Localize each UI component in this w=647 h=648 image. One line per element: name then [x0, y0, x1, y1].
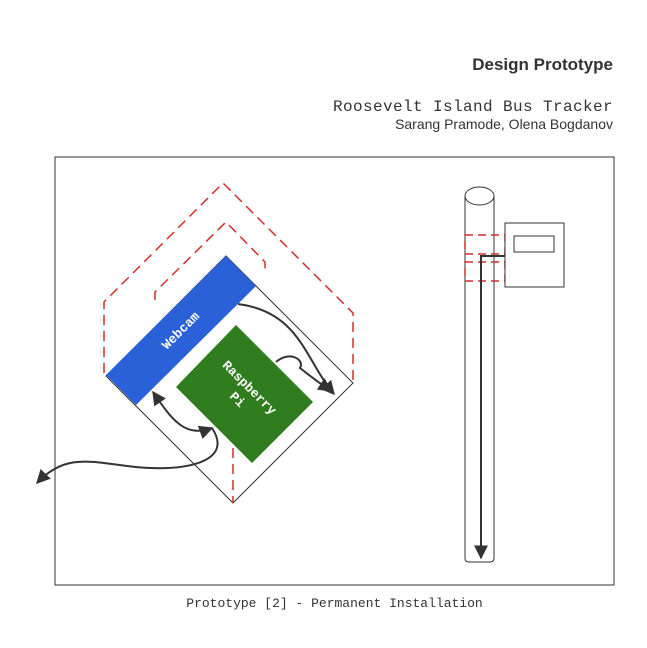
- mounted-device-screen: [513, 235, 555, 253]
- pi-output-arrow: [275, 355, 333, 392]
- pole-clamp-upper: [464, 234, 506, 255]
- power-cable-arrow: [36, 427, 219, 485]
- page-title: Design Prototype: [472, 55, 613, 74]
- pole-clamp-lower: [464, 261, 506, 282]
- authors: Sarang Pramode, Olena Bogdanov: [395, 116, 613, 132]
- pole-cable-arrow: [474, 255, 505, 560]
- mounted-device-box: [504, 222, 565, 288]
- raspberry-pi-board: Raspberry Pi: [176, 325, 313, 463]
- diagram-caption: Prototype [2] - Permanent Installation: [186, 596, 483, 611]
- webcam-to-pi-cable: [152, 390, 214, 439]
- diagram-frame: [54, 156, 615, 586]
- dashed-inner-hood: [154, 220, 266, 300]
- project-name: Roosevelt Island Bus Tracker: [332, 98, 613, 116]
- pole: [464, 186, 495, 563]
- webcam-module: Webcam: [106, 256, 256, 405]
